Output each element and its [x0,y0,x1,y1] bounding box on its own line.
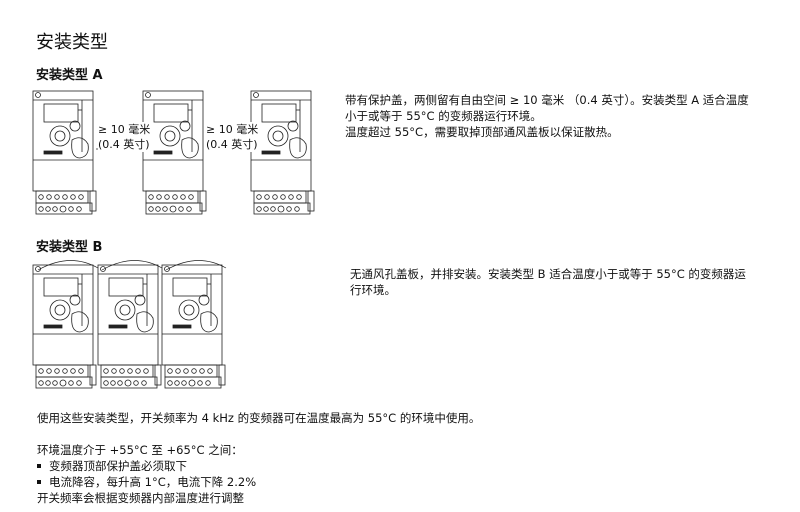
type-a-description: 带有保护盖，两侧留有自由空间 ≥ 10 毫米 （0.4 英寸）。安装类型 A 适… [345,92,749,140]
type-a-heading: 安装类型 A [36,68,103,83]
clearance-label-1: ≥ 10 毫米 [98,123,151,136]
type-b-description: 无通风孔盖板，并排安装。安装类型 B 适合温度小于或等于 55°C 的变频器运 … [350,266,746,298]
drive-unit [250,90,315,215]
list-item: 变频器顶部保护盖必须取下 [36,458,256,474]
derating-section: 环境温度介于 +55°C 至 +65°C 之间： 变频器顶部保护盖必须取下 电流… [36,442,257,506]
clearance-label-2: (0.4 英寸) [98,138,150,151]
text-line: 小于或等于 55°C 的变频器运行环境。 [345,109,542,123]
page-title: 安装类型 [36,32,108,53]
drive-unit [32,90,97,215]
type-b-illustration [32,260,227,389]
clearance-label-2: (0.4 英寸) [206,138,258,151]
type-b-heading: 安装类型 B [36,240,103,255]
usage-note: 使用这些安装类型，开关频率为 4 kHz 的变频器可在温度最高为 55°C 的环… [37,411,481,425]
derating-intro: 环境温度介于 +55°C 至 +65°C 之间： [37,443,243,457]
text-line: 带有保护盖，两侧留有自由空间 ≥ 10 毫米 （0.4 英寸）。安装类型 A 适… [345,93,749,107]
text-line: 行环境。 [350,283,396,297]
derating-note: 开关频率会根据变频器内部温度进行调整 [37,491,244,505]
text-line: 无通风孔盖板，并排安装。安装类型 B 适合温度小于或等于 55°C 的变频器运 [350,267,746,281]
drive-unit [32,264,97,389]
type-a-illustration [32,90,315,215]
clearance-label-1: ≥ 10 毫米 [206,123,259,136]
text-line: 温度超过 55°C，需要取掉顶部通风盖板以保证散热。 [345,125,619,139]
drive-unit [97,264,162,389]
drive-unit [161,264,226,389]
list-item: 电流降容，每升高 1°C，电流下降 2.2% [36,475,257,489]
drive-unit [142,90,207,215]
